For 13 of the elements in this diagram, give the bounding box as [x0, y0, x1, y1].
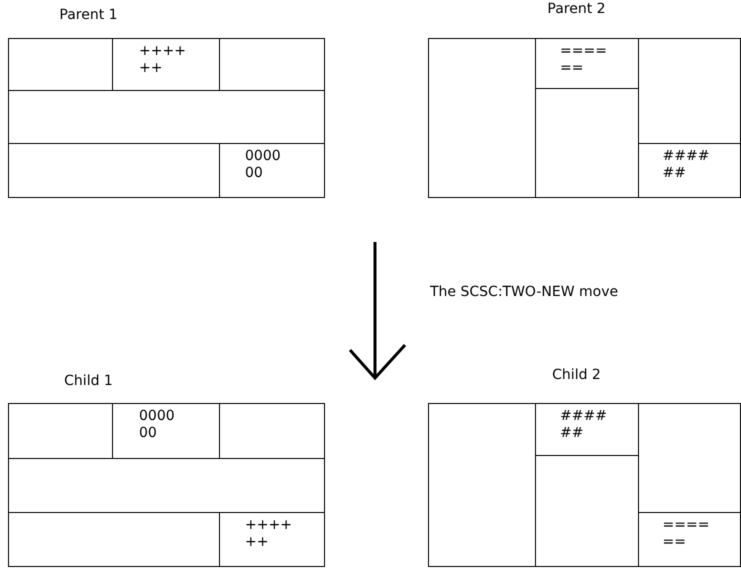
panel-title: Child 2 — [551, 366, 602, 384]
panel-title: Child 1 — [63, 372, 114, 390]
panel-title: Parent 2 — [546, 0, 607, 18]
cell-text: ++++ ++ — [245, 517, 293, 551]
panel-title: Parent 1 — [58, 6, 119, 24]
cell-text: #### ## — [560, 408, 608, 442]
move-label: The SCSC:TWO-NEW move — [430, 284, 618, 300]
cell-text: ==== == — [662, 517, 710, 551]
cell-text: ++++ ++ — [139, 43, 187, 77]
cell-text: #### ## — [662, 148, 710, 182]
cell-text: ==== == — [560, 43, 608, 77]
cell-text: 0000 00 — [139, 408, 176, 442]
cell-text: 0000 00 — [245, 148, 282, 182]
